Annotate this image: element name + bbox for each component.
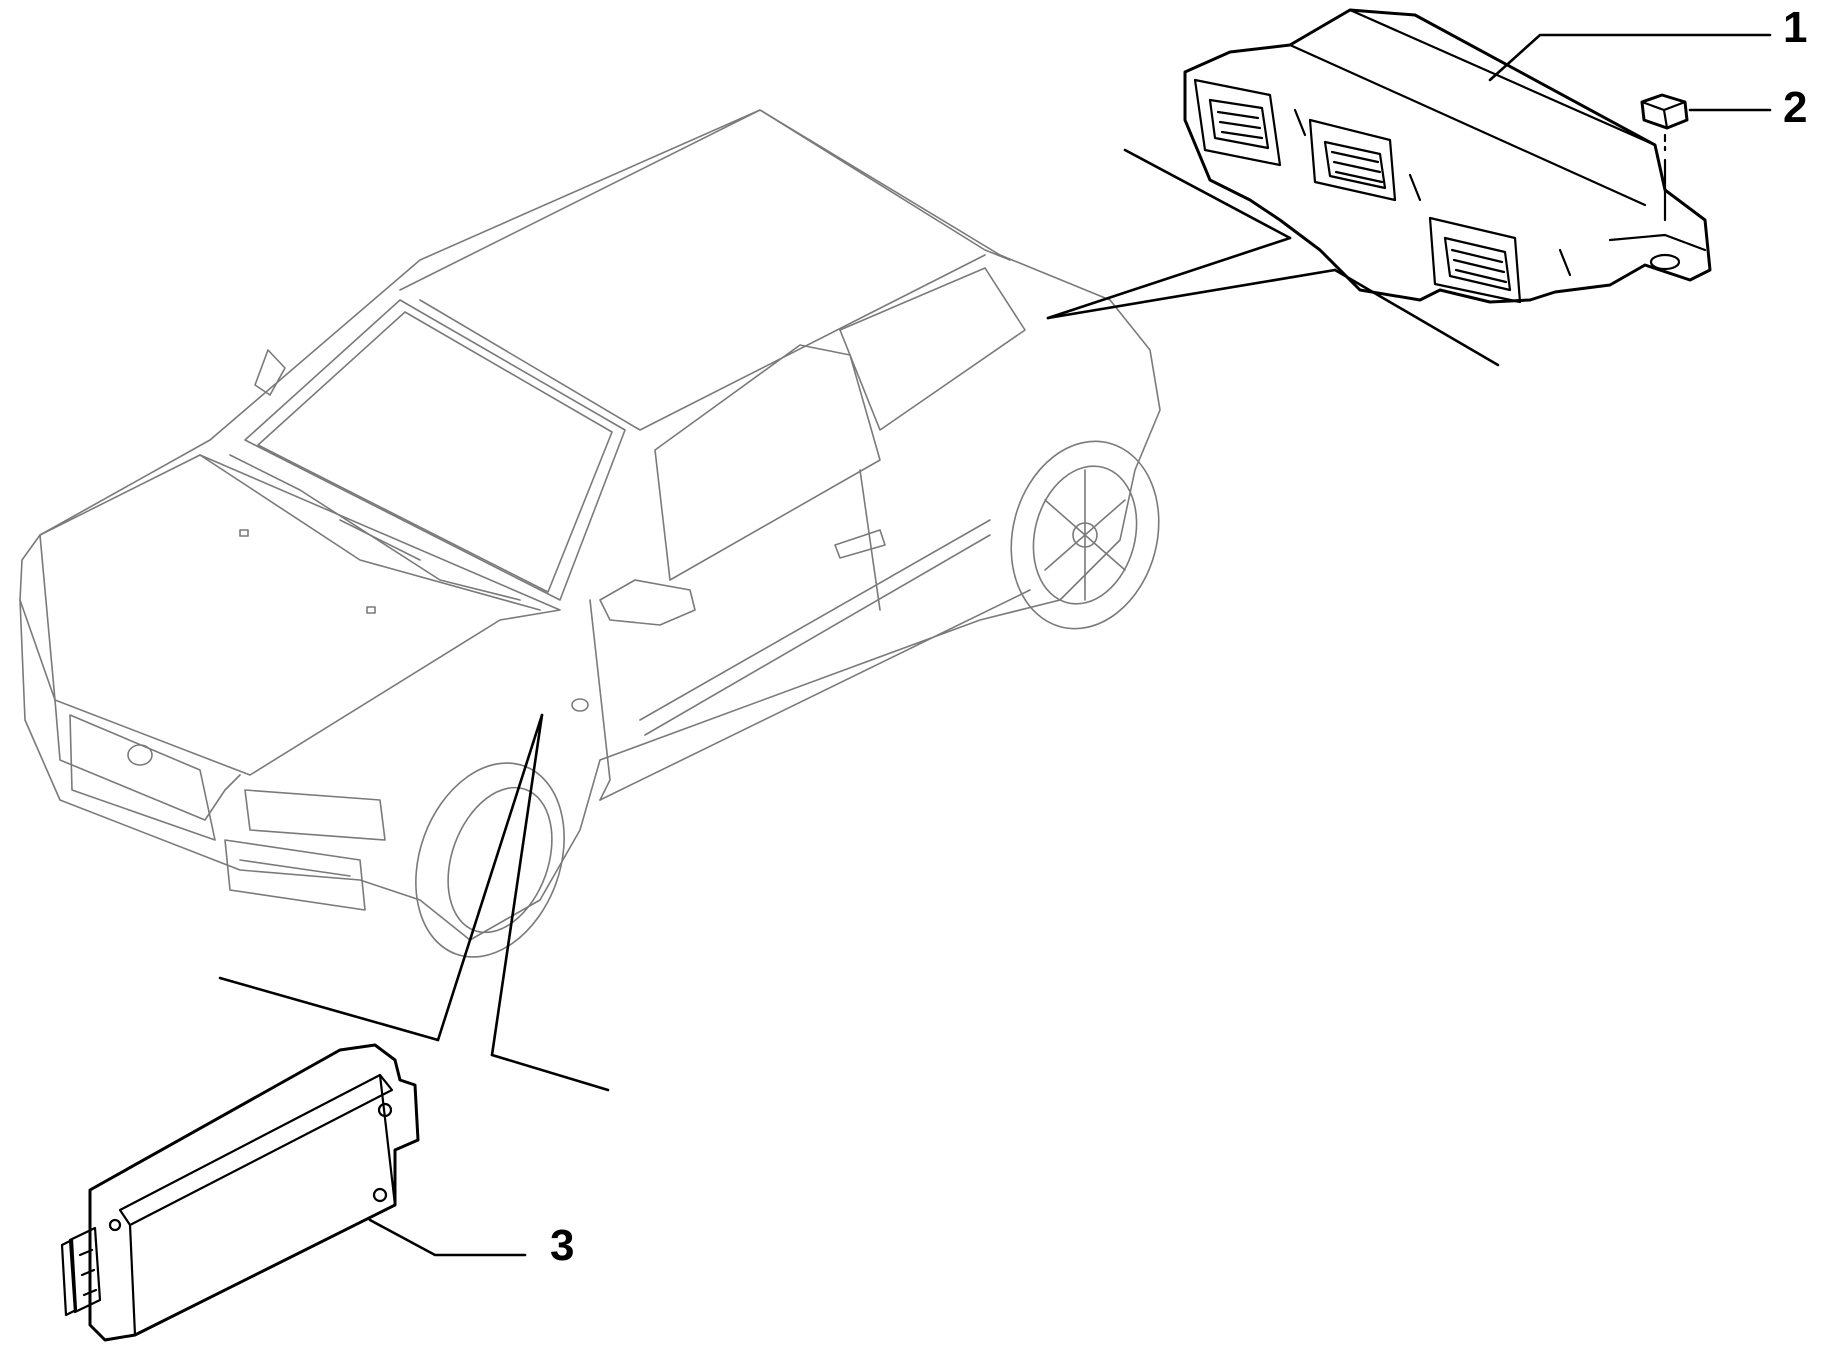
callout-3-label: 3 [550,1221,574,1270]
hex-nut [1640,93,1689,222]
callout-2-label: 2 [1783,83,1807,132]
car-illustration [19,109,1161,958]
small-control-module [60,1043,420,1342]
callout-3: 3 [368,1218,574,1270]
callout-2: 2 [1688,83,1807,132]
callout-1: 1 [1488,3,1807,82]
callout-1-label: 1 [1783,3,1807,52]
pointer-lines [218,148,1500,1092]
control-unit-module [1183,8,1712,304]
